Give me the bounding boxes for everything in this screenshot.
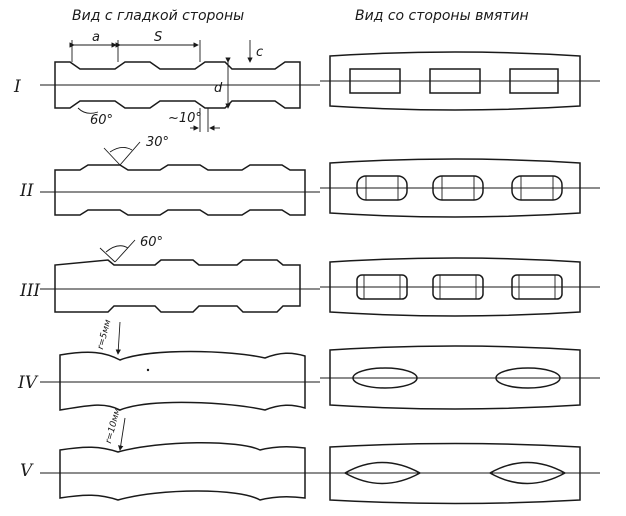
strip-dents-right bbox=[329, 442, 581, 505]
row-1: I a S c d 60° ~10° bbox=[13, 30, 600, 132]
header-right: Вид со стороны вмятин bbox=[355, 8, 529, 24]
strip-dents-right bbox=[329, 51, 581, 111]
dent bbox=[352, 367, 418, 389]
row-numeral: IV bbox=[17, 373, 39, 393]
dent bbox=[488, 461, 567, 485]
strip-profile-left bbox=[54, 259, 301, 313]
strip-dents-right bbox=[329, 257, 581, 317]
row-numeral: V bbox=[20, 461, 34, 481]
dent bbox=[511, 274, 563, 300]
row-3: III 60° bbox=[19, 235, 600, 317]
header-left: Вид с гладкой стороны bbox=[72, 8, 244, 24]
strip-profile-left bbox=[54, 61, 301, 109]
strip-profile-left bbox=[59, 350, 306, 411]
dent bbox=[432, 175, 484, 201]
dent bbox=[356, 274, 408, 300]
row-5: V r=10мм bbox=[20, 407, 600, 505]
dent bbox=[343, 461, 422, 485]
dim-a: a bbox=[92, 30, 100, 45]
angle-60-label: 60° bbox=[90, 113, 113, 128]
dim-c: c bbox=[256, 45, 263, 60]
row-4: IV r=5мм bbox=[17, 318, 600, 411]
row-numeral: II bbox=[19, 181, 34, 201]
angle-label: 30° bbox=[146, 135, 169, 150]
radius-label: r=10мм bbox=[104, 407, 123, 445]
strip-dents-right bbox=[329, 345, 581, 410]
dent bbox=[349, 68, 401, 94]
dent bbox=[432, 274, 484, 300]
strip-profile-left bbox=[54, 164, 306, 216]
angle-label: 60° bbox=[140, 235, 163, 250]
row-2: II 30° bbox=[19, 135, 600, 218]
dent bbox=[511, 175, 563, 201]
dent bbox=[509, 68, 559, 94]
dent bbox=[429, 68, 481, 94]
radius-label: r=5мм bbox=[96, 318, 114, 350]
angle-10-label: ~10° bbox=[168, 111, 202, 126]
strip-dents-right bbox=[329, 158, 581, 218]
dim-d: d bbox=[214, 81, 223, 96]
row-numeral: I bbox=[13, 77, 21, 97]
strip-profile-left bbox=[59, 441, 306, 501]
row-numeral: III bbox=[19, 281, 40, 301]
dent bbox=[356, 175, 408, 201]
dent bbox=[495, 367, 561, 389]
dim-s: S bbox=[154, 30, 162, 45]
